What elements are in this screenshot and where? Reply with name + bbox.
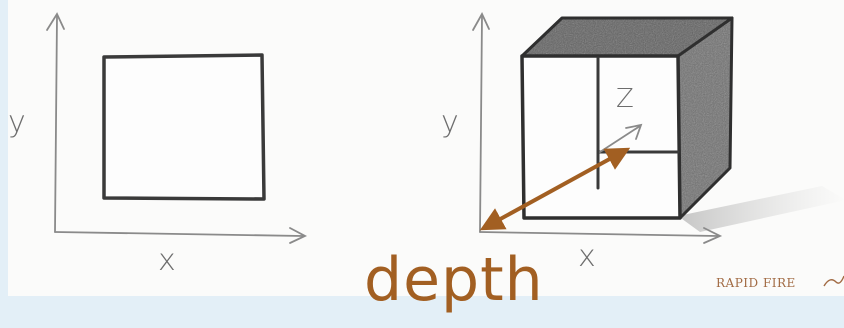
- right-y-label: y: [441, 105, 459, 140]
- right-sketch: [472, 12, 844, 244]
- left-y-label: y: [8, 105, 26, 140]
- left-square: [102, 53, 266, 201]
- left-x-label: x: [158, 243, 176, 278]
- rapid-fire-logo: RAPID FIRE: [716, 276, 796, 290]
- right-x-label: x: [578, 239, 596, 274]
- left-y-axis: [46, 12, 65, 233]
- depth-label: depth: [364, 245, 544, 315]
- left-x-axis: [54, 227, 308, 244]
- right-z-label: Z: [616, 84, 634, 114]
- cube-shadow: [678, 186, 844, 232]
- right-z-axis: [599, 123, 643, 153]
- left-sketch: [46, 12, 308, 244]
- right-x-axis: [479, 227, 723, 244]
- right-y-axis: [472, 12, 490, 233]
- depth-arrow: [479, 147, 631, 231]
